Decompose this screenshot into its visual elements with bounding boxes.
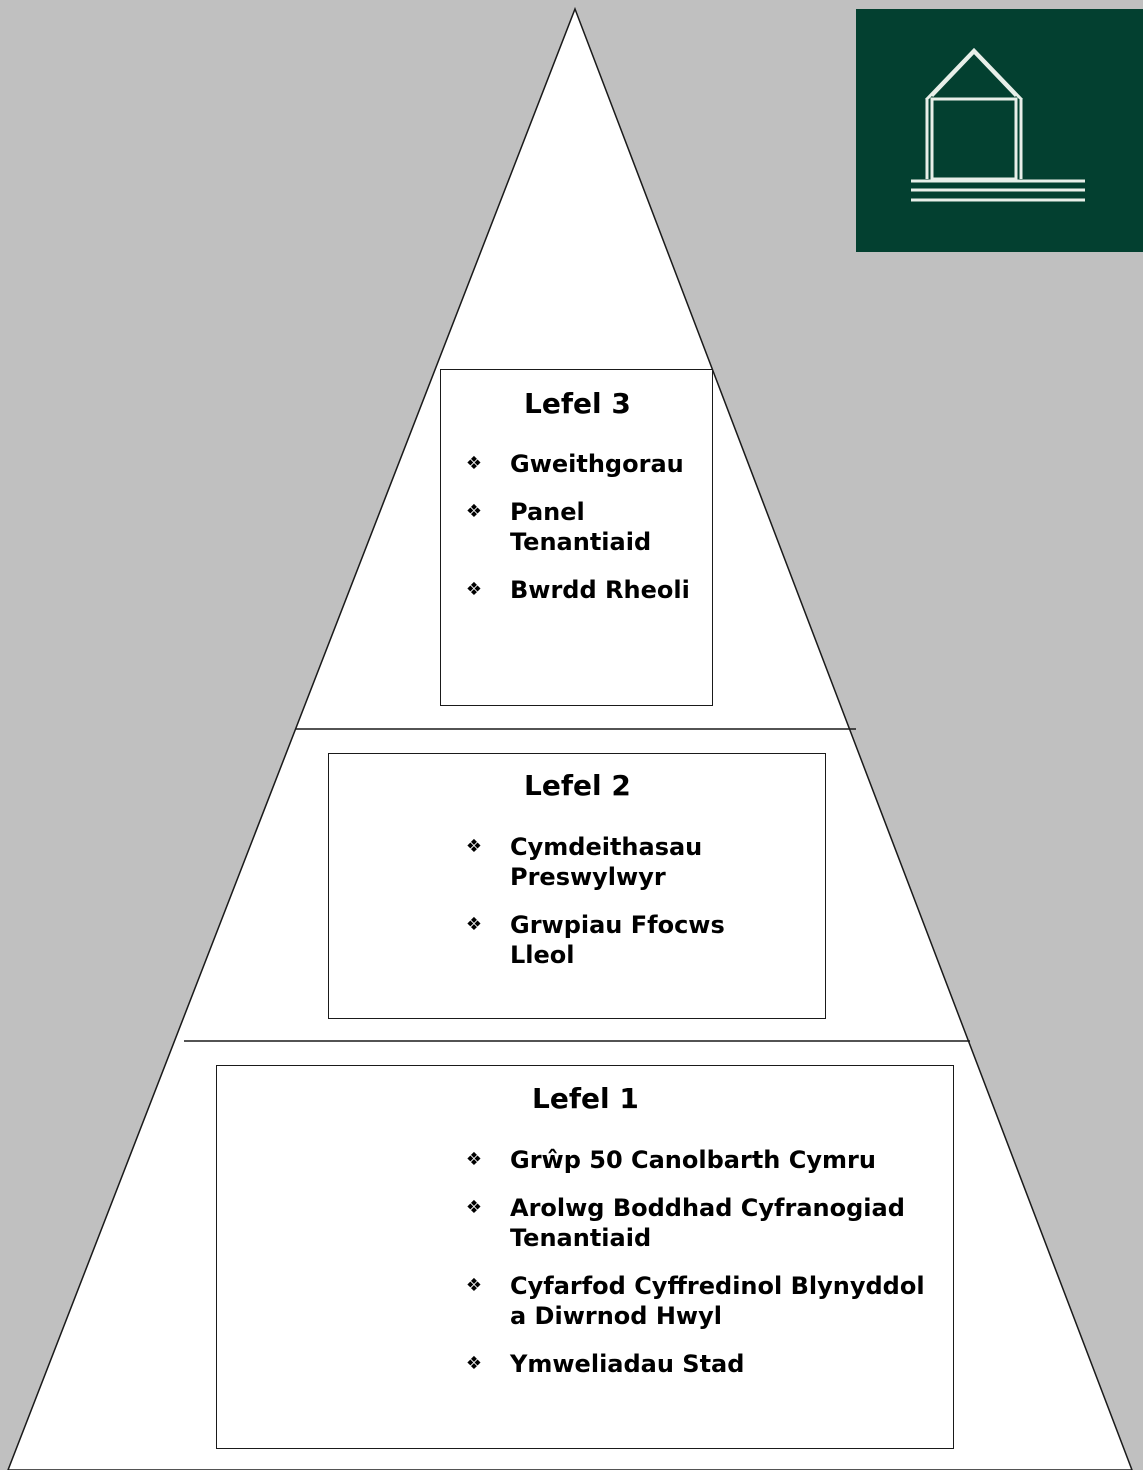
level-3-title: Lefel 3 xyxy=(524,387,631,420)
level-2-list: ❖ Cymdeithasau Preswylwyr ❖ Grwpiau Ffoc… xyxy=(462,832,762,988)
list-item: ❖ Bwrdd Rheoli xyxy=(462,575,702,605)
list-item-text: Grŵp 50 Canolbarth Cymru xyxy=(510,1146,876,1174)
level-2-box: Lefel 2 ❖ Cymdeithasau Preswylwyr ❖ Grwp… xyxy=(328,753,826,1019)
list-item-text: Arolwg Boddhad Cyfranogiad Tenantiaid xyxy=(510,1194,905,1252)
list-item: ❖ Cymdeithasau Preswylwyr xyxy=(462,832,762,892)
list-item-text: Gweithgorau xyxy=(510,450,684,478)
diamond-bullet-icon: ❖ xyxy=(465,1275,483,1296)
list-item: ❖ Grwpiau Ffocws Lleol xyxy=(462,910,762,970)
level-1-box: Lefel 1 ❖ Grŵp 50 Canolbarth Cymru ❖ Aro… xyxy=(216,1065,954,1449)
list-item: ❖ Grŵp 50 Canolbarth Cymru xyxy=(462,1145,932,1175)
diamond-bullet-icon: ❖ xyxy=(465,453,483,474)
list-item: ❖ Ymweliadau Stad xyxy=(462,1349,932,1379)
diamond-bullet-icon: ❖ xyxy=(465,836,483,857)
level-3-box: Lefel 3 ❖ Gweithgorau ❖ Panel Tenantiaid… xyxy=(440,369,713,706)
diamond-bullet-icon: ❖ xyxy=(465,1197,483,1218)
logo xyxy=(856,9,1143,252)
diamond-bullet-icon: ❖ xyxy=(465,579,483,600)
level-3-list: ❖ Gweithgorau ❖ Panel Tenantiaid ❖ Bwrdd… xyxy=(462,449,702,623)
diamond-bullet-icon: ❖ xyxy=(465,501,483,522)
list-item-text: Panel Tenantiaid xyxy=(510,498,652,556)
level-2-title: Lefel 2 xyxy=(524,769,631,802)
level-1-list: ❖ Grŵp 50 Canolbarth Cymru ❖ Arolwg Bodd… xyxy=(462,1145,932,1397)
house-logo-icon xyxy=(911,47,1085,202)
list-item-text: Grwpiau Ffocws Lleol xyxy=(510,911,725,969)
list-item-text: Cyfarfod Cyffredinol Blynyddol a Diwrnod… xyxy=(510,1272,925,1330)
list-item-text: Bwrdd Rheoli xyxy=(510,576,690,604)
list-item: ❖ Gweithgorau xyxy=(462,449,702,479)
list-item: ❖ Cyfarfod Cyffredinol Blynyddol a Diwrn… xyxy=(462,1271,932,1331)
list-item-text: Cymdeithasau Preswylwyr xyxy=(510,833,703,891)
level-1-title: Lefel 1 xyxy=(532,1082,639,1115)
diamond-bullet-icon: ❖ xyxy=(465,914,483,935)
list-item: ❖ Panel Tenantiaid xyxy=(462,497,702,557)
list-item: ❖ Arolwg Boddhad Cyfranogiad Tenantiaid xyxy=(462,1193,932,1253)
diamond-bullet-icon: ❖ xyxy=(465,1353,483,1374)
list-item-text: Ymweliadau Stad xyxy=(510,1350,745,1378)
diamond-bullet-icon: ❖ xyxy=(465,1149,483,1170)
